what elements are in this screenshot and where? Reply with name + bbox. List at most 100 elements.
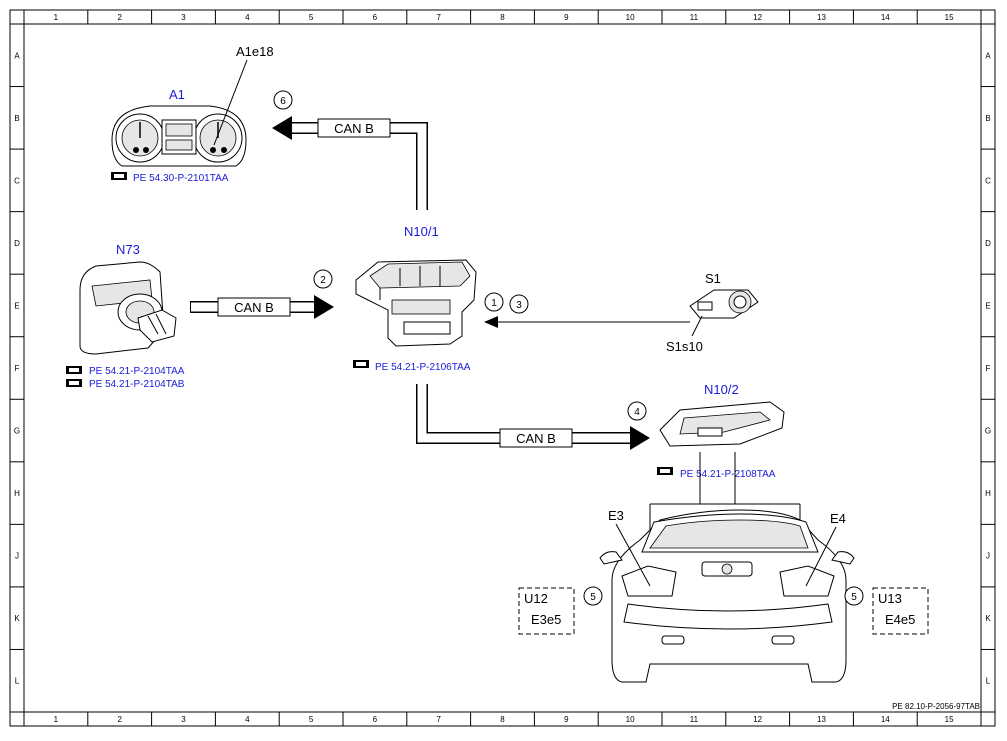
grid-column-label: 2 (117, 715, 122, 724)
n10-1-ref-link[interactable]: PE 54.21-P-2106TAA (375, 362, 471, 373)
grid-column-label: 4 (245, 715, 250, 724)
svg-text:6: 6 (280, 96, 286, 107)
grid-column-label: 14 (881, 13, 890, 22)
grid-column-label: 8 (500, 715, 505, 724)
e3-leader-line (615, 523, 651, 587)
grid-column-label: 5 (309, 13, 314, 22)
rear-sam-control-unit-n10-2[interactable] (659, 401, 785, 447)
grid-row-label: G (14, 427, 20, 436)
grid-row-label: A (985, 51, 991, 60)
light-switch-s1[interactable] (689, 289, 759, 319)
a1e18-label: A1e18 (236, 44, 274, 59)
s1s10-label: S1s10 (666, 339, 703, 354)
pointing-hand-icon (353, 360, 369, 368)
grid-column-label: 6 (373, 13, 378, 22)
n73-ref-link-2[interactable]: PE 54.21-P-2104TAB (89, 379, 185, 390)
s1s10-leader-line (691, 315, 703, 337)
frame (9, 9, 996, 727)
svg-text:1: 1 (491, 298, 497, 309)
svg-text:5: 5 (590, 592, 596, 603)
grid-column-label: 3 (181, 715, 186, 724)
grid-labels: 1122334455667788991010111112121313141415… (14, 13, 991, 724)
grid-column-label: 4 (245, 13, 250, 22)
svg-text:5: 5 (851, 592, 857, 603)
grid-column-label: 7 (436, 13, 441, 22)
a1-ref-link[interactable]: PE 54.30-P-2101TAA (133, 173, 229, 184)
grid-row-label: F (15, 364, 20, 373)
u13-label: U13 (878, 591, 902, 606)
s1-label: S1 (705, 271, 721, 286)
grid-column-label: 3 (181, 13, 186, 22)
grid-row-label: C (14, 176, 20, 185)
document-reference: PE 82.10-P-2056-97TAB (892, 702, 980, 711)
grid-column-label: 14 (881, 715, 890, 724)
a1e18-leader-line (213, 59, 248, 146)
marker-2: 2 (313, 269, 333, 289)
grid-column-label: 6 (373, 715, 378, 724)
grid-row-label: K (14, 614, 20, 623)
grid-row-label: D (985, 239, 991, 248)
marker-6: 6 (273, 90, 293, 110)
marker-4: 4 (627, 401, 647, 421)
grid-row-label: E (14, 301, 19, 310)
grid-row-label: K (985, 614, 991, 623)
grid-row-label: J (986, 552, 990, 561)
grid-row-label: H (14, 489, 20, 498)
grid-row-label: L (15, 677, 20, 686)
grid-row-label: H (985, 489, 991, 498)
grid-row-label: B (985, 114, 990, 123)
marker-1: 1 (484, 292, 504, 312)
grid-row-label: F (986, 364, 991, 373)
e4-leader-line (805, 526, 837, 587)
marker-5-left: 5 (583, 586, 603, 606)
vehicle-rear-view (599, 509, 855, 683)
instrument-cluster-a1[interactable] (111, 105, 247, 167)
grid-row-label: C (985, 176, 991, 185)
grid-row-label: G (985, 427, 991, 436)
n73-ref-link-1[interactable]: PE 54.21-P-2104TAA (89, 366, 185, 377)
can-bus-bottom-connection (416, 384, 650, 450)
u13-box (872, 587, 929, 635)
n10-1-label: N10/1 (404, 224, 439, 239)
pointing-hand-icon (111, 172, 127, 180)
grid-ticks (10, 10, 995, 726)
u12-box (518, 587, 575, 635)
n73-label: N73 (116, 242, 140, 257)
grid-column-label: 2 (117, 13, 122, 22)
grid-row-label: A (14, 51, 20, 60)
grid-column-label: 15 (945, 715, 954, 724)
can-bus-top-connection (272, 116, 428, 210)
grid-column-label: 11 (690, 715, 699, 724)
grid-column-label: 1 (54, 715, 59, 724)
e4-label: E4 (830, 511, 846, 526)
grid-column-label: 10 (626, 13, 635, 22)
pointing-hand-icon (66, 366, 82, 387)
sam-control-unit-n10-1[interactable] (355, 259, 477, 347)
svg-text:2: 2 (320, 275, 326, 286)
grid-column-label: 5 (309, 715, 314, 724)
grid-row-label: J (15, 552, 19, 561)
grid-row-label: L (986, 677, 991, 686)
grid-column-label: 13 (817, 715, 826, 724)
marker-3: 3 (509, 294, 529, 314)
can-bus-left-connection (190, 295, 334, 319)
grid-column-label: 1 (54, 13, 59, 22)
grid-column-label: 7 (436, 715, 441, 724)
grid-row-label: E (985, 301, 990, 310)
grid-column-label: 13 (817, 13, 826, 22)
grid-column-label: 12 (753, 715, 762, 724)
u12-label: U12 (524, 591, 548, 606)
grid-column-label: 15 (945, 13, 954, 22)
grid-column-label: 9 (564, 715, 569, 724)
n10-2-ref-link[interactable]: PE 54.21-P-2108TAA (680, 469, 776, 480)
grid-column-label: 10 (626, 715, 635, 724)
grid-column-label: 9 (564, 13, 569, 22)
ignition-switch-n73[interactable] (79, 261, 177, 355)
grid-row-label: D (14, 239, 20, 248)
svg-text:4: 4 (634, 407, 640, 418)
grid-column-label: 12 (753, 13, 762, 22)
n10-2-label: N10/2 (704, 382, 739, 397)
a1-label: A1 (169, 87, 185, 102)
